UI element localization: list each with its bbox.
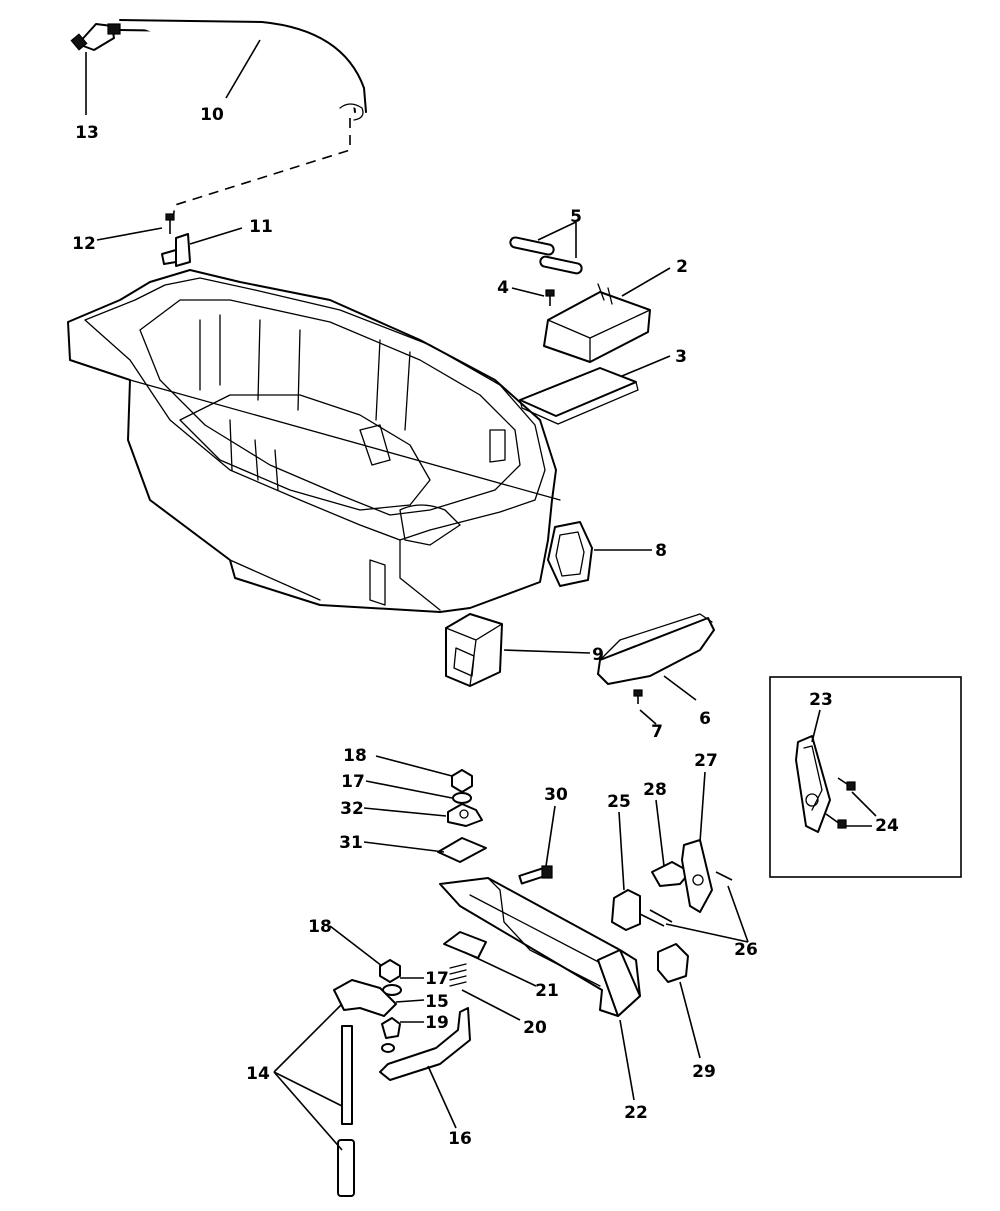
cover-bracket-part-2 [543, 283, 651, 363]
callout-labels: 13 10 12 11 5 2 4 3 8 9 6 7 23 24 18 17 … [72, 105, 899, 1149]
callout-9: 9 [592, 645, 604, 665]
nut-part-18-lower [379, 959, 401, 983]
grommet-part-8 [547, 521, 593, 587]
bottom-cowl [67, 269, 561, 613]
grommet-part-9 [445, 613, 503, 687]
pins-part-5 [509, 236, 583, 275]
callout-6: 6 [699, 709, 711, 729]
callout-29: 29 [692, 1062, 716, 1082]
pins-part-26 [639, 871, 733, 927]
callout-15: 15 [425, 992, 449, 1012]
plate-part-32 [447, 803, 483, 827]
plate-part-31 [437, 837, 487, 863]
leader-lines [85, 39, 877, 1151]
callout-14: 14 [246, 1064, 270, 1084]
handle-part-6 [597, 613, 715, 685]
link-part-16 [379, 1007, 471, 1081]
callout-28: 28 [643, 780, 667, 800]
callout-31: 31 [339, 833, 363, 853]
callout-25: 25 [607, 792, 631, 812]
screw-part-30 [518, 865, 553, 885]
spring-part-20 [449, 963, 467, 987]
hose-part-10 [119, 19, 367, 121]
block-part-21 [443, 931, 487, 959]
callout-19: 19 [425, 1013, 449, 1033]
latch-part-25 [611, 889, 641, 931]
callout-12: 12 [72, 234, 96, 254]
callout-8: 8 [655, 541, 667, 561]
bracket-part-22 [439, 877, 641, 1017]
callout-22: 22 [624, 1103, 648, 1123]
callout-16: 16 [448, 1129, 472, 1149]
callout-2: 2 [676, 257, 688, 277]
callout-23: 23 [809, 690, 833, 710]
callout-7: 7 [651, 722, 663, 742]
cap-part-29 [657, 943, 689, 983]
tee-fitting-part-11 [161, 233, 191, 267]
callout-18-upper: 18 [343, 746, 367, 766]
elbow-fitting-part-13 [70, 23, 121, 51]
callout-18-lower: 18 [308, 917, 332, 937]
hose-routing-line [171, 118, 351, 226]
callout-21: 21 [535, 981, 559, 1001]
arm-part-14 [333, 979, 397, 1197]
inset-box [769, 676, 962, 878]
callout-13: 13 [75, 123, 99, 143]
callout-20: 20 [523, 1018, 547, 1038]
screws-part-24 [825, 777, 856, 829]
callout-17-upper: 17 [341, 772, 365, 792]
callout-17-lower: 17 [425, 969, 449, 989]
callout-27: 27 [694, 751, 718, 771]
screw-part-12 [165, 213, 175, 234]
washer-part-19 [381, 1043, 395, 1053]
callout-10: 10 [200, 105, 224, 125]
bushing-part-15 [381, 1017, 401, 1039]
screw-part-4 [545, 289, 555, 306]
screw-part-7 [633, 689, 643, 704]
callout-24: 24 [875, 816, 899, 836]
callout-30: 30 [544, 785, 568, 805]
washer-part-17-upper [452, 792, 472, 804]
callout-3: 3 [675, 347, 687, 367]
latch-part-27 [681, 839, 713, 913]
callout-4: 4 [497, 278, 509, 298]
plate-part-3 [519, 367, 639, 425]
callout-11: 11 [249, 217, 273, 237]
callout-5: 5 [570, 207, 582, 227]
callout-26: 26 [734, 940, 758, 960]
nut-part-18-upper [451, 769, 473, 793]
latch-part-23 [795, 735, 831, 833]
callout-32: 32 [340, 799, 364, 819]
